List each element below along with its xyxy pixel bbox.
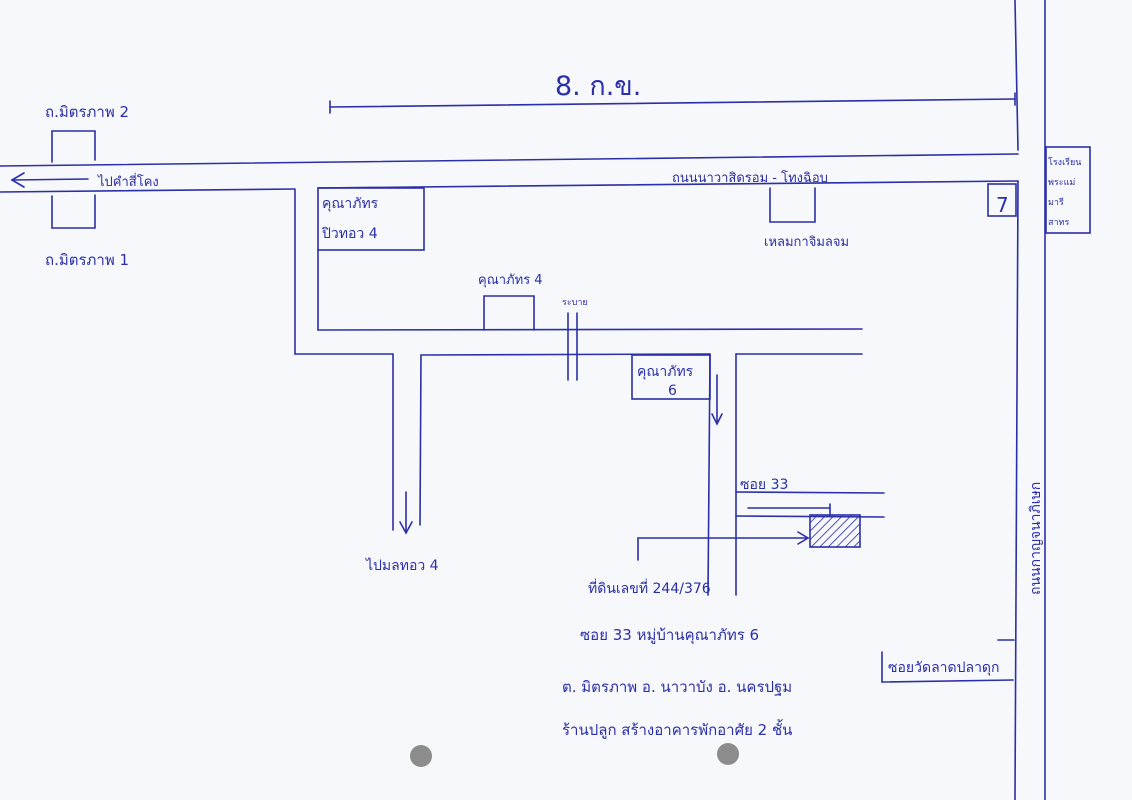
- main-road-label: ถนนนาวาสิดรอม - โทงฉิอบ: [672, 170, 828, 186]
- corner-box-label: 7: [996, 193, 1009, 217]
- building-4-box: [483, 295, 535, 331]
- soi-road-west-edge: [707, 353, 711, 596]
- small-box: [769, 187, 816, 223]
- label-under-small-box: เหลมกาจิมลจม: [764, 235, 849, 250]
- target-lot-hatched: [809, 514, 861, 548]
- punch-hole-right: [717, 743, 739, 765]
- intersection-box-bottom: [51, 194, 96, 229]
- bottom-road-south-edge: [881, 679, 1014, 683]
- soi-arrow-head: [711, 413, 723, 426]
- side-note-line-2: พระแม่: [1048, 178, 1075, 188]
- loop-road-inner-north: [317, 328, 863, 331]
- side-note-line-4: สาทร: [1048, 218, 1069, 228]
- south-arrow-label: ไปมลทอว 4: [365, 557, 439, 574]
- east-road-top-line: [1014, 0, 1019, 151]
- target-lot-label: ที่ดินเลขที่ 244/376: [588, 579, 711, 597]
- punch-hole-left: [410, 745, 432, 767]
- building-6-line-1: คุณาภัทร: [637, 364, 694, 380]
- address-line-1: ซอย 33 หมู่บ้านคุณาภัทร 6: [580, 626, 759, 645]
- building-1-box: [317, 187, 425, 251]
- soi-33-north-edge: [735, 491, 885, 494]
- top-dimension-line: [329, 98, 1016, 108]
- top-left-label: ถ.มิตรภาพ 2: [45, 103, 129, 121]
- bottom-left-label: ถ.มิตรภาพ 1: [45, 251, 129, 269]
- soi-label: ซอย 33: [740, 477, 788, 493]
- target-pointer-head: [797, 531, 810, 545]
- main-road-south-edge-east: [317, 180, 1019, 189]
- side-note-box: [1045, 146, 1091, 234]
- building-4-label: คุณาภัทร 4: [478, 273, 543, 288]
- canal-label: ระบาย: [562, 298, 588, 308]
- top-label: 8. ก.ข.: [555, 71, 641, 102]
- east-road-label: ถนนกาญจนาภิเษก: [1028, 482, 1044, 595]
- south-arrow-head: [399, 521, 413, 535]
- west-arrow-head: [10, 172, 25, 188]
- main-road-north-edge: [0, 153, 1019, 167]
- address-line-3: ร้านปลูก สร้างอาคารพักอาศัย 2 ชั้น: [562, 719, 792, 739]
- south-road-east-edge: [419, 354, 422, 526]
- side-note-line-3: มารี: [1048, 197, 1064, 208]
- main-road-south-edge-west: [0, 188, 296, 193]
- west-road-arrow-label: ไปคำสี่โคง: [97, 173, 159, 190]
- west-arrow-shaft: [11, 178, 89, 181]
- intersection-box-top: [51, 130, 96, 163]
- east-road-west-edge: [1014, 180, 1019, 800]
- building-6-line-2: 6: [668, 383, 677, 399]
- corner-box: [987, 183, 1017, 217]
- side-note-line-1: โรงเรียน: [1048, 157, 1081, 168]
- bottom-right-label: ซอยวัดลาดปลาดุก: [888, 660, 1000, 676]
- building-1-line-1: คุณาภัทร: [322, 196, 379, 212]
- address-line-2: ต. มิตรภาพ อ. นาวาบัง อ. นครปฐม: [562, 678, 792, 696]
- target-pointer-line: [637, 537, 809, 561]
- loop-road-outer-south-2: [420, 353, 711, 356]
- building-1-line-2: ปิวทอว 4: [322, 226, 378, 242]
